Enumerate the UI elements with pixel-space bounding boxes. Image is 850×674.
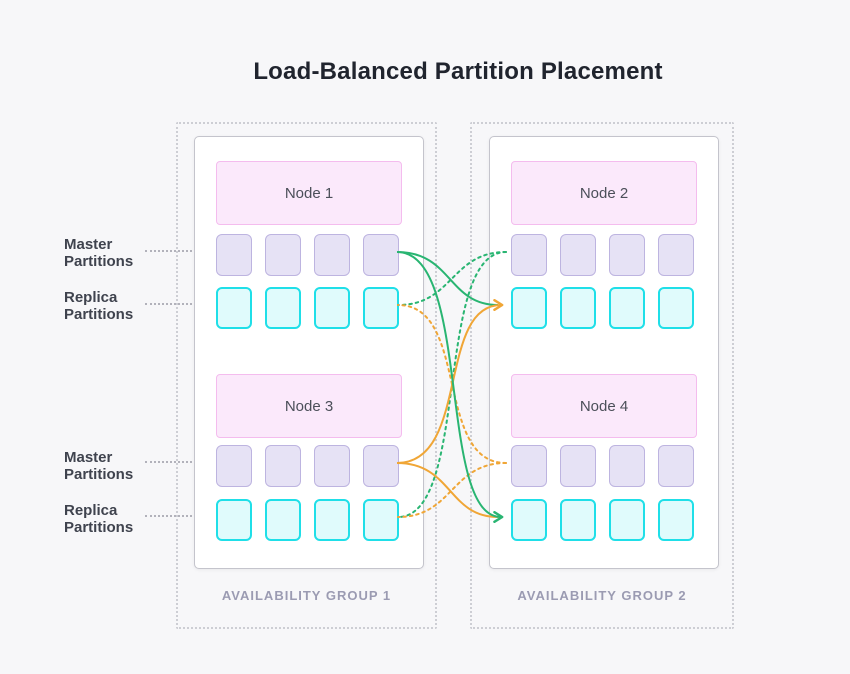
replica-partition: [314, 499, 350, 541]
master-partitions-label-2: Master Partitions: [64, 449, 134, 483]
master-partition: [363, 445, 399, 487]
master-partition: [511, 445, 547, 487]
availability-group-1-label: AVAILABILITY GROUP 1: [221, 588, 392, 603]
leader-line-master-2: [145, 461, 212, 463]
node-3-replica-row: [216, 499, 399, 541]
replica-partition: [658, 499, 694, 541]
replica-partition: [363, 499, 399, 541]
master-partition: [609, 234, 645, 276]
replica-partition: [658, 287, 694, 329]
node-4-replica-row: [511, 499, 694, 541]
node-1-master-row: [216, 234, 399, 276]
node-1-header: Node 1: [216, 161, 402, 225]
master-partition: [363, 234, 399, 276]
master-partition: [609, 445, 645, 487]
replica-partition: [265, 287, 301, 329]
leader-line-replica-2: [145, 515, 212, 517]
group-2-node-container: Node 2 Node 4: [489, 136, 719, 569]
availability-group-2-label: AVAILABILITY GROUP 2: [517, 588, 687, 603]
master-partitions-label-1: Master Partitions: [64, 236, 134, 270]
master-partition: [658, 445, 694, 487]
replica-partitions-label-2: Replica Partitions: [64, 502, 134, 536]
replica-partition: [216, 499, 252, 541]
replica-partition: [609, 499, 645, 541]
leader-line-master-1: [145, 250, 212, 252]
node-4-master-row: [511, 445, 694, 487]
replica-partition: [363, 287, 399, 329]
master-partition: [511, 234, 547, 276]
master-partition: [216, 445, 252, 487]
node-3-master-row: [216, 445, 399, 487]
replica-partition: [265, 499, 301, 541]
replica-partition: [511, 499, 547, 541]
master-partition: [560, 234, 596, 276]
node-3-header: Node 3: [216, 374, 402, 438]
replica-partition: [560, 499, 596, 541]
node-2-master-row: [511, 234, 694, 276]
page-title: Load-Balanced Partition Placement: [253, 58, 663, 85]
node-2-replica-row: [511, 287, 694, 329]
group-1-node-container: Node 1 Node 3: [194, 136, 424, 569]
replica-partition: [511, 287, 547, 329]
node-1-replica-row: [216, 287, 399, 329]
master-partition: [265, 234, 301, 276]
master-partition: [314, 234, 350, 276]
master-partition: [265, 445, 301, 487]
node-4-header: Node 4: [511, 374, 697, 438]
leader-line-replica-1: [145, 303, 212, 305]
replica-partition: [314, 287, 350, 329]
master-partition: [658, 234, 694, 276]
replica-partition: [609, 287, 645, 329]
replica-partition: [216, 287, 252, 329]
replica-partitions-label-1: Replica Partitions: [64, 289, 134, 323]
master-partition: [314, 445, 350, 487]
replica-partition: [560, 287, 596, 329]
node-2-header: Node 2: [511, 161, 697, 225]
availability-group-1: Node 1 Node 3 AVAILABILITY GROUP 1: [176, 122, 437, 629]
master-partition: [216, 234, 252, 276]
availability-group-2: Node 2 Node 4 AVAILABILITY GROUP 2: [470, 122, 734, 629]
master-partition: [560, 445, 596, 487]
